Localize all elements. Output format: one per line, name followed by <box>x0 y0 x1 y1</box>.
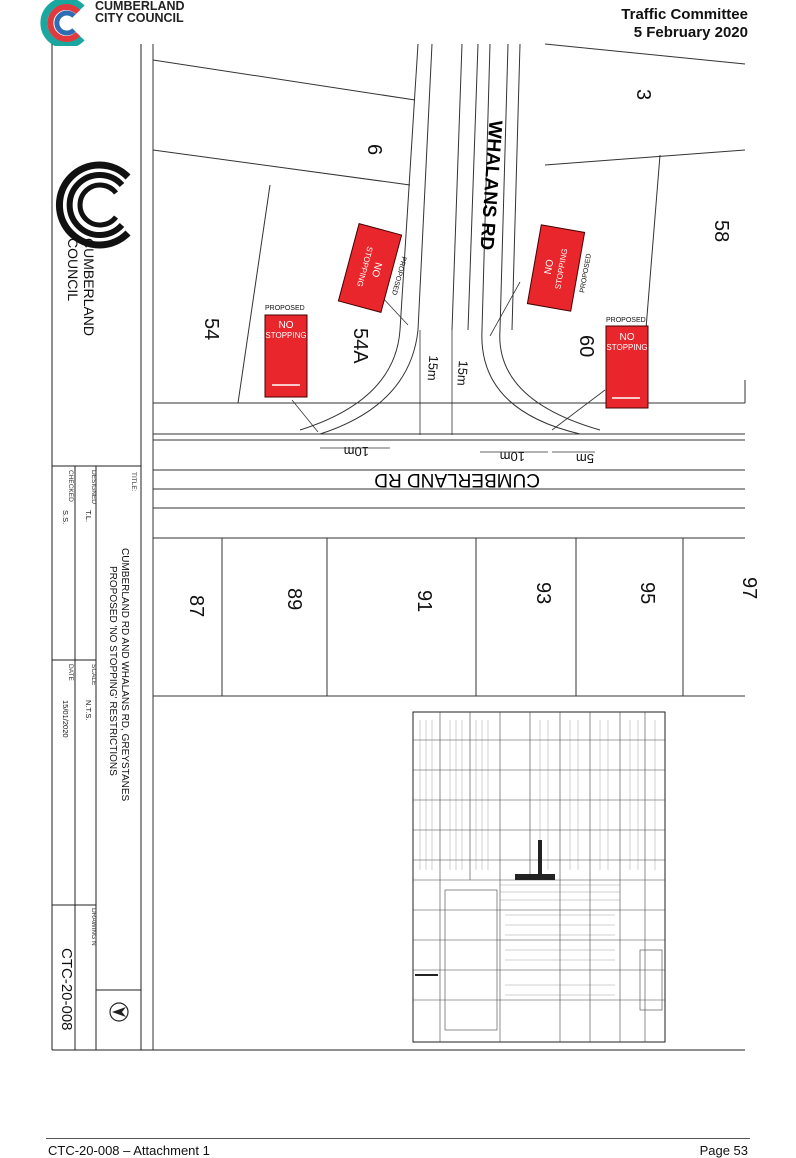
road-label-cumberland: CUMBERLAND RD <box>374 469 540 490</box>
sign-54a-lower: PROPOSED NO STOPPING <box>264 305 308 398</box>
attachment-label: CTC-20-008 – Attachment 1 <box>48 1143 210 1158</box>
org-name: CUMBERLAND CITY COUNCIL <box>95 0 185 25</box>
svg-text:PROPOSED: PROPOSED <box>579 253 593 293</box>
svg-text:STOPPING: STOPPING <box>606 343 647 352</box>
svg-text:NO: NO <box>543 258 556 275</box>
svg-text:PROPOSED: PROPOSED <box>265 305 305 312</box>
dim-10m-right: 10m <box>500 449 525 464</box>
cumberland-logo-icon <box>40 0 85 46</box>
drawing-number: CTC-20-008 <box>58 948 75 1031</box>
checked-value: S.S. <box>61 510 70 524</box>
svg-text:PROPOSED: PROPOSED <box>606 317 646 324</box>
council-name-line2: COUNCIL <box>65 238 81 301</box>
lot-6: 6 <box>363 144 385 155</box>
footer-divider <box>46 1138 750 1139</box>
page-number: Page 53 <box>699 1143 748 1158</box>
svg-text:NO: NO <box>369 261 384 279</box>
lot-54a: 54A <box>349 328 371 364</box>
checked-label: CHECKED <box>67 470 74 502</box>
dim-5m: 5m <box>576 451 594 466</box>
date-label: DATE <box>67 664 74 682</box>
lot-95: 95 <box>636 582 658 604</box>
sign-54a-upper: NO STOPPING PROPOSED <box>337 223 407 313</box>
drawing-title-line1: CUMBERLAND RD AND WHALANS RD, GREYSTANES <box>119 548 130 802</box>
lot-97: 97 <box>738 577 760 599</box>
header-meta: Traffic Committee 5 February 2020 <box>621 6 748 42</box>
lot-58: 58 <box>710 220 732 242</box>
road-label-whalans: WHALANS RD <box>475 120 505 251</box>
council-name-line1: CUMBERLAND <box>81 238 97 336</box>
locality-map <box>412 711 666 1043</box>
lot-60: 60 <box>575 335 597 357</box>
lot-91: 91 <box>413 590 435 612</box>
title-label: TITLE: <box>130 472 137 492</box>
designed-value: T.L. <box>84 510 93 522</box>
scale-value: N.T.S. <box>84 700 93 720</box>
dim-10m-left: 10m <box>344 444 369 459</box>
north-arrow-icon <box>109 1002 129 1022</box>
lot-3: 3 <box>632 89 654 100</box>
svg-text:STOPPING: STOPPING <box>265 331 306 340</box>
svg-text:NO: NO <box>620 332 635 343</box>
lot-93: 93 <box>532 582 554 604</box>
drawing-title-line2: PROPOSED 'NO STOPPING' RESTRICTIONS <box>107 566 118 776</box>
drawing-label: DRAWING N <box>90 908 97 946</box>
committee-name: Traffic Committee <box>621 6 748 23</box>
svg-text:NO: NO <box>279 320 294 331</box>
dim-15m-left: 15m <box>425 355 442 381</box>
date-value: 15/01/2020 <box>61 700 70 738</box>
sign-60-lower: PROPOSED NO STOPPING <box>605 317 649 409</box>
sign-60-upper: NO STOPPING PROPOSED <box>526 224 593 312</box>
designed-label: DESIGNED <box>90 470 97 504</box>
lot-54: 54 <box>200 318 222 340</box>
lot-89: 89 <box>283 588 305 610</box>
lot-87: 87 <box>185 595 207 617</box>
council-logo-icon <box>55 161 131 249</box>
scale-label: SCALE <box>90 664 97 686</box>
meeting-date: 5 February 2020 <box>633 24 748 41</box>
dim-15m-right: 15m <box>454 360 471 386</box>
